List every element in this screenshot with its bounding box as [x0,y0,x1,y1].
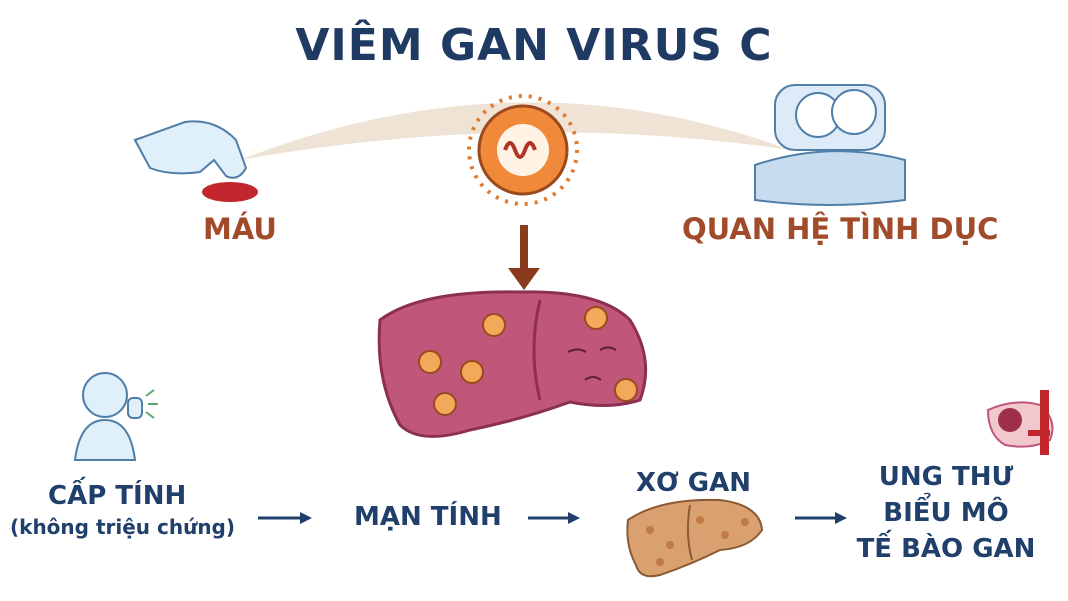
person-thumbs-up-icon [73,372,158,461]
liver-infected-icon [377,290,648,438]
page-title: VIÊM GAN VIRUS C [295,20,773,71]
label-cancer-line2: BIỂU MÔ [883,498,1009,528]
liver-tumor-icon [986,390,1054,455]
label-blood: MÁU [203,212,277,246]
label-liver-cancer: UNG THƯ BIỂU MÔ TẾ BÀO GAN [846,459,1046,567]
virus-icon [467,94,579,206]
label-cirrhosis: XƠ GAN [636,468,752,498]
cirrhotic-liver-icon [626,498,764,578]
label-acute: CẤP TÍNH [48,481,187,511]
arrow-chronic-to-cirrhosis [528,512,580,524]
couple-in-bed-icon [754,84,906,206]
label-sexual-contact: QUAN HỆ TÌNH DỤC [682,212,999,246]
hand-blood-icon [133,120,258,202]
label-chronic: MẠN TÍNH [354,502,502,532]
down-arrow [508,225,540,290]
label-cancer-line3: TẾ BÀO GAN [856,534,1036,564]
arrow-cirrhosis-to-cancer [795,512,847,524]
arrow-acute-to-chronic [258,512,312,524]
label-acute-note: (không triệu chứng) [10,515,236,539]
label-cancer-line1: UNG THƯ [878,462,1014,492]
